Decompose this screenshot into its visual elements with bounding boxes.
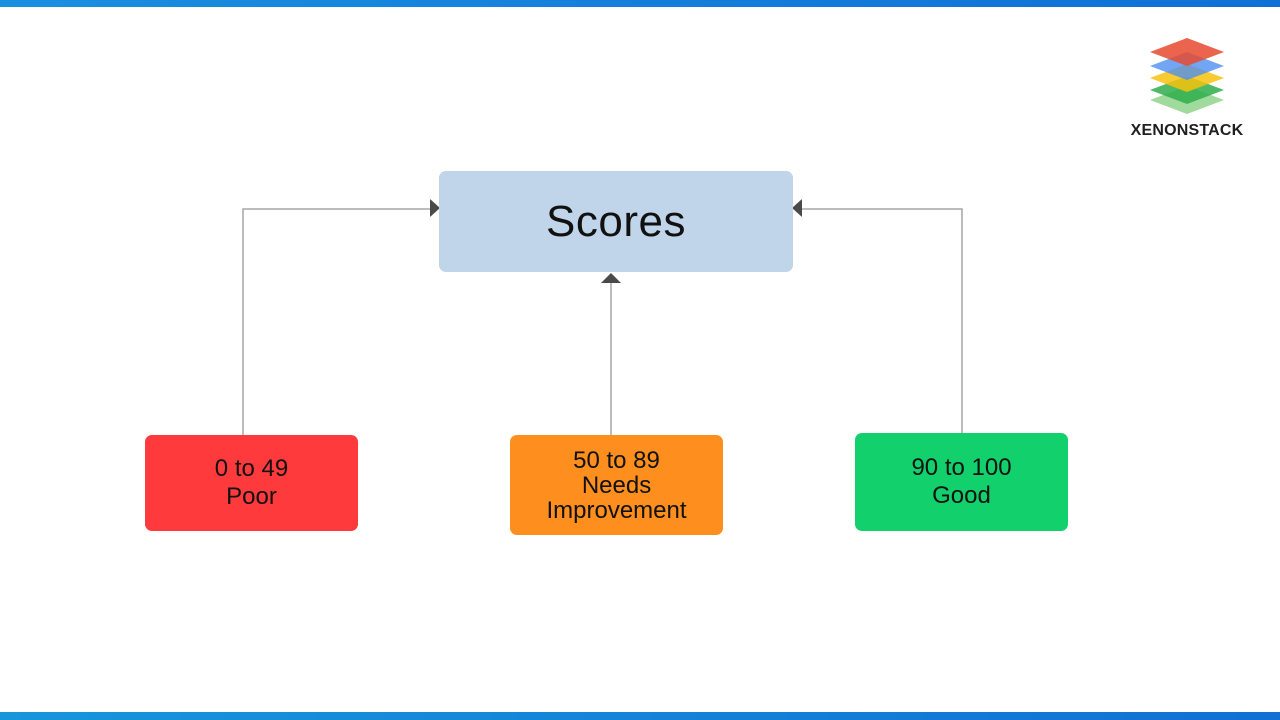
good-node: 90 to 100 Good: [855, 433, 1068, 531]
layered-stack-icon: [1150, 38, 1224, 114]
arrowhead-poor: [430, 199, 440, 217]
scores-label: Scores: [546, 196, 686, 246]
needs-improvement-node: 50 to 89 Needs Improvement: [510, 435, 723, 535]
good-label: Good: [932, 482, 991, 509]
needs-label-line1: Needs: [581, 471, 652, 499]
brand-name: XENONSTACK: [1130, 122, 1244, 139]
poor-node: 0 to 49 Poor: [145, 435, 358, 531]
needs-label-line2: Improvement: [546, 496, 687, 524]
arrowhead-good: [792, 199, 802, 217]
bottom-accent-bar: [0, 712, 1280, 720]
top-accent-bar: [0, 0, 1280, 7]
poor-range: 0 to 49: [214, 455, 289, 482]
connector-poor: [242, 208, 431, 435]
connector-good: [802, 208, 963, 433]
brand-logo: XENONSTACK: [1120, 34, 1254, 144]
arrowhead-needs: [601, 273, 621, 283]
needs-range: 50 to 89: [573, 446, 660, 474]
good-range: 90 to 100: [911, 454, 1012, 481]
poor-label: Poor: [226, 483, 277, 510]
scores-node: Scores: [439, 171, 793, 272]
